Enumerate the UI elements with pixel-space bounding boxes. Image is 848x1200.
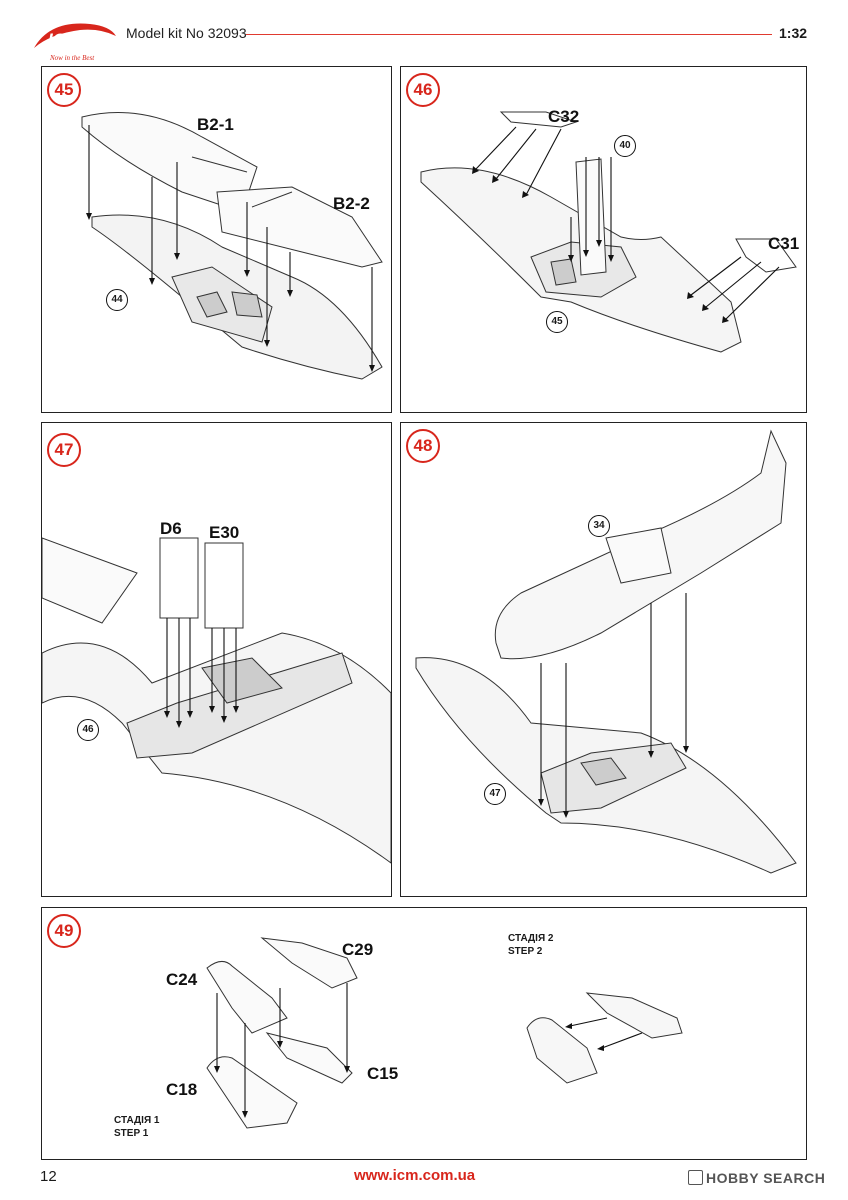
- stage-1-label: СТАДІЯ 1 STEP 1: [114, 1115, 160, 1139]
- scale-label: 1:32: [779, 25, 808, 41]
- slogan-text: Now in the Best: [49, 54, 95, 62]
- step-number-badge: 45: [47, 73, 81, 107]
- step-number-badge: 47: [47, 433, 81, 467]
- step-46-drawing: [420, 111, 797, 353]
- step-46-panel: 46 C32 C31 40 45: [400, 66, 807, 413]
- step-number-badge: 46: [406, 73, 440, 107]
- part-label: C18: [166, 1080, 198, 1099]
- part-label: D6: [160, 519, 182, 538]
- page-header: ICM Now in the Best Model kit No 32093 1…: [0, 0, 848, 64]
- stage-2-label: СТАДІЯ 2 STEP 2: [508, 933, 554, 957]
- step-48-panel: 48 34 47: [400, 422, 807, 897]
- kit-number: Model kit No 32093: [126, 25, 247, 41]
- step-reference: 46: [77, 719, 99, 741]
- website-link[interactable]: www.icm.com.ua: [354, 1167, 476, 1184]
- hobby-search-icon: [688, 1170, 703, 1185]
- page-number: 12: [40, 1168, 57, 1185]
- step-number-badge: 49: [47, 914, 81, 948]
- part-label: C32: [548, 107, 580, 126]
- brand-text: ICM: [48, 30, 80, 49]
- step-45-panel: 45 B2-1 B2-2 44: [41, 66, 392, 413]
- part-label: C24: [166, 970, 198, 989]
- step-49-drawing: [206, 937, 683, 1129]
- step-47-panel: 47 D6 E30 46: [41, 422, 392, 897]
- part-label: C29: [342, 940, 374, 959]
- step-45-drawing: [81, 112, 383, 380]
- step-reference: 40: [614, 135, 636, 157]
- step-49-panel: 49 C29 C24 C15 C18 СТАДІЯ 1 STEP 1 СТАДІ…: [41, 907, 807, 1160]
- step-reference: 45: [546, 311, 568, 333]
- part-label: B2-1: [197, 115, 234, 134]
- step-47-drawing: [42, 537, 391, 864]
- step-number-badge: 48: [406, 429, 440, 463]
- step-reference: 44: [106, 289, 128, 311]
- step-48-drawing: [415, 429, 797, 874]
- icm-logo: ICM Now in the Best: [34, 23, 116, 62]
- part-label: C15: [367, 1064, 399, 1083]
- step-reference: 34: [588, 515, 610, 537]
- watermark: HOBBY SEARCH: [688, 1170, 825, 1186]
- part-label: B2-2: [333, 194, 370, 213]
- part-label: E30: [209, 523, 240, 542]
- part-label: C31: [768, 234, 800, 253]
- step-reference: 47: [484, 783, 506, 805]
- header-rule: [246, 34, 772, 35]
